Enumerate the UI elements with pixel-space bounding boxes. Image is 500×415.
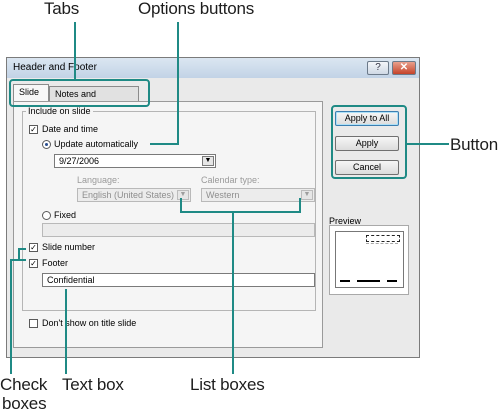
date-and-time-checkbox[interactable]: ✓ <box>29 125 38 134</box>
chevron-down-icon[interactable]: ▼ <box>202 156 214 166</box>
callout-options-buttons: Options buttons <box>138 0 255 18</box>
close-button[interactable]: ✕ <box>392 61 416 75</box>
dont-show-title-slide-checkbox[interactable] <box>29 319 38 328</box>
callout-tabs: Tabs <box>44 0 80 18</box>
footer-checkbox[interactable]: ✓ <box>29 259 38 268</box>
dont-show-title-slide-label: Don't show on title slide <box>42 318 137 328</box>
callout-check: Check <box>0 375 48 394</box>
cancel-button[interactable]: Cancel <box>335 160 399 175</box>
checkboxes-callout-line <box>10 259 12 374</box>
options-callout-connector <box>150 143 178 145</box>
tab-slide[interactable]: Slide <box>13 84 49 102</box>
apply-button[interactable]: Apply <box>335 136 399 151</box>
language-value: English (United States) <box>82 190 175 200</box>
footer-placeholder-center <box>357 280 380 282</box>
slide-number-checkbox[interactable]: ✓ <box>29 243 38 252</box>
checkboxes-callout-tick-2 <box>18 248 26 250</box>
title-bar[interactable]: Header and Footer ? ✕ <box>7 58 419 78</box>
footer-text-input[interactable]: Confidential <box>42 273 315 287</box>
chevron-down-icon[interactable]: ▼ <box>301 190 313 200</box>
checkboxes-callout-tick-1 <box>10 259 26 261</box>
textbox-callout-line <box>65 289 67 374</box>
slide-tab-panel: Include on slide ✓ Date and time Update … <box>13 101 323 348</box>
update-automatically-label: Update automatically <box>54 139 139 149</box>
header-placeholder-marker <box>366 243 398 244</box>
help-button[interactable]: ? <box>367 61 389 75</box>
language-label: Language: <box>77 175 120 185</box>
calendar-type-select[interactable]: Western ▼ <box>201 188 315 202</box>
calendar-type-label: Calendar type: <box>201 175 260 185</box>
listbox-callout-drop-2 <box>299 198 301 212</box>
footer-placeholder-left <box>340 280 350 282</box>
apply-to-all-button[interactable]: Apply to All <box>335 111 399 126</box>
date-format-value: 9/27/2006 <box>59 156 100 166</box>
slide-number-label: Slide number <box>42 242 96 252</box>
update-automatically-radio[interactable] <box>42 140 51 149</box>
callout-button: Button <box>450 135 498 154</box>
checkboxes-callout-branch <box>18 248 20 259</box>
fixed-radio[interactable] <box>42 211 51 220</box>
chevron-down-icon[interactable]: ▼ <box>177 190 189 200</box>
date-format-select[interactable]: 9/27/2006 ▼ <box>54 154 216 168</box>
footer-label: Footer <box>42 258 69 268</box>
options-callout-line <box>177 22 179 145</box>
callout-list-boxes: List boxes <box>190 375 265 394</box>
callout-boxes: boxes <box>2 394 47 413</box>
listbox-callout-line <box>232 211 234 374</box>
include-on-slide-label: Include on slide <box>26 106 93 116</box>
slide-preview-thumbnail <box>335 231 404 288</box>
listbox-callout-drop-1 <box>180 198 182 212</box>
calendar-type-value: Western <box>206 190 240 200</box>
date-placeholder-marker <box>366 235 400 242</box>
tabs-callout-box <box>9 79 150 107</box>
callout-text-box: Text box <box>62 375 124 394</box>
dialog-title: Header and Footer <box>13 62 97 73</box>
button-callout-line <box>407 143 449 145</box>
preview-label: Preview <box>329 216 362 226</box>
fixed-label: Fixed <box>54 210 77 220</box>
button-callout-box <box>331 105 407 179</box>
date-and-time-label: Date and time <box>42 124 99 134</box>
fixed-date-input[interactable] <box>42 223 315 237</box>
language-select[interactable]: English (United States) ▼ <box>77 188 191 202</box>
include-on-slide-group <box>22 111 316 311</box>
preview-frame <box>329 225 409 295</box>
footer-placeholder-right <box>387 280 397 282</box>
tabs-callout-line <box>74 22 76 79</box>
listbox-callout-bracket <box>180 211 301 213</box>
header-footer-dialog: Header and Footer ? ✕ Slide Notes and Ha… <box>6 57 420 358</box>
